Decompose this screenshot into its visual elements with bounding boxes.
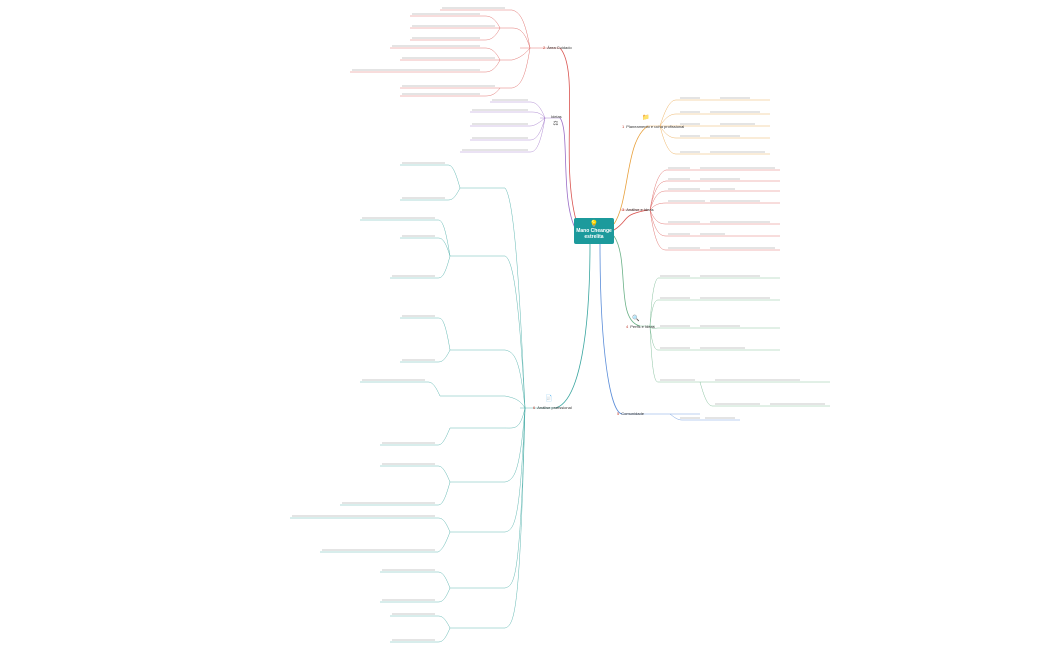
central-title-line2: estrelita (584, 234, 604, 240)
b3-subtree (620, 169, 780, 251)
leaf-text-placeholders (292, 7, 825, 641)
magnifier-icon: 🔍 (632, 316, 640, 322)
b6-subtree (290, 164, 556, 643)
branch-ideias[interactable]: Ideias (551, 114, 562, 119)
b2-subtree (350, 9, 560, 97)
folder-icon: 📁 (642, 115, 650, 121)
b1-subtree (648, 99, 770, 155)
document-icon: 📄 (545, 396, 553, 402)
b5-subtree (622, 413, 740, 421)
connector-b2 (559, 47, 577, 221)
central-topic[interactable]: 💡 Mano Cheange estrelita (574, 218, 614, 244)
connector-b7 (559, 117, 577, 231)
connector-b4 (613, 235, 641, 327)
central-title-line1: Mano Cheange (576, 228, 612, 234)
lightbulb-icon: 💡 (589, 221, 599, 228)
b4-subtree (640, 277, 830, 407)
b7-subtree (460, 101, 560, 153)
connector-b5 (599, 243, 623, 415)
scale-icon: ⚖ (553, 121, 559, 127)
connector-b6 (555, 243, 591, 409)
connector-b3 (613, 209, 649, 231)
branch-connectors (555, 47, 649, 415)
connector-b1 (613, 125, 649, 225)
